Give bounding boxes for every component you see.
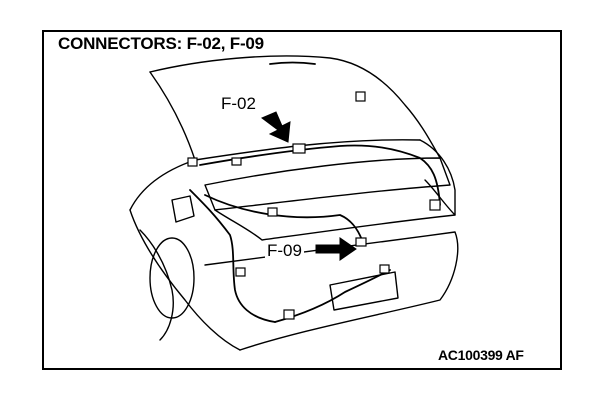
- wheel-arch: [139, 229, 174, 341]
- tail-light: [419, 139, 456, 216]
- harness-trunk: [204, 194, 363, 241]
- connector: [283, 309, 295, 320]
- diagram-title: CONNECTORS: F-02, F-09: [58, 34, 264, 53]
- connector: [235, 267, 246, 277]
- roof-outline: [149, 55, 441, 159]
- callout-f09-label: F-09: [265, 241, 304, 261]
- fuel-door: [171, 195, 195, 223]
- connector: [379, 264, 390, 274]
- connector: [267, 207, 278, 217]
- quarter-panel: [129, 209, 241, 351]
- arrow-f09: [315, 237, 357, 261]
- harness-roof: [269, 61, 316, 65]
- connector: [231, 157, 242, 166]
- harness-lower: [274, 269, 391, 323]
- connector: [355, 91, 366, 102]
- harness-left: [189, 189, 276, 323]
- license-recess: [329, 271, 399, 311]
- arrow-f02: [261, 111, 291, 143]
- trunk-lid: [204, 157, 451, 211]
- connector: [429, 199, 441, 211]
- connector: [355, 237, 367, 247]
- trunk-lid-edge: [214, 209, 456, 241]
- body-side: [129, 159, 196, 211]
- callout-f02-label: F-02: [219, 94, 258, 114]
- harness-upper: [199, 144, 441, 206]
- figure-code: AC100399 AF: [438, 347, 524, 363]
- c-pillar: [149, 71, 196, 161]
- connector: [292, 143, 306, 154]
- rear-wheel: [149, 237, 195, 319]
- connector: [187, 157, 198, 167]
